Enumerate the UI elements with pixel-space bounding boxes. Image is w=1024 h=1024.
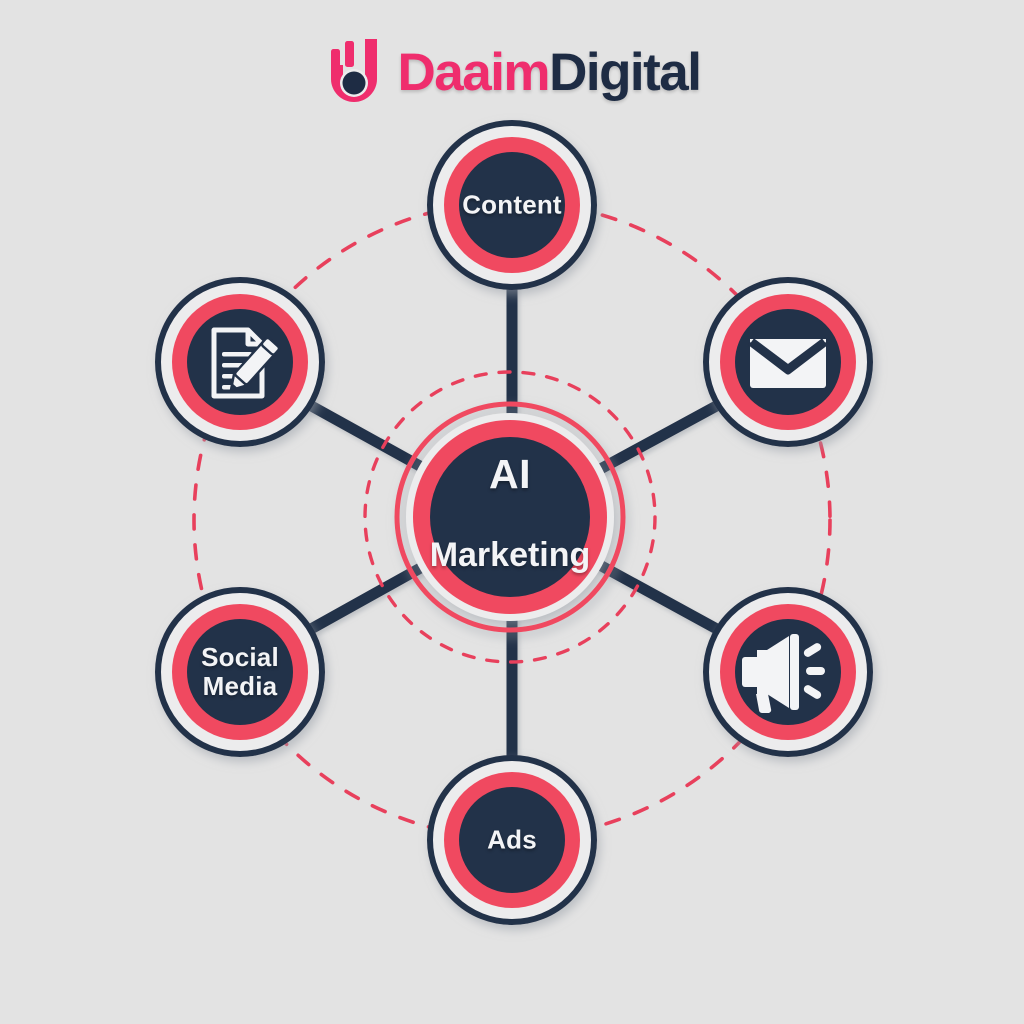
brand-wordmark: DaaimDigital [397, 42, 702, 102]
brand-logo: DaaimDigital [0, 24, 1024, 120]
node-content[interactable] [427, 120, 597, 290]
node-advertising[interactable] [703, 587, 873, 757]
node-content-writing[interactable] [155, 277, 325, 447]
document-pencil-icon [211, 327, 281, 399]
node-ads[interactable] [427, 755, 597, 925]
megaphone-icon [742, 634, 825, 714]
node-social-media[interactable] [155, 587, 325, 757]
brand-word-primary: Daaim [397, 42, 550, 102]
node-ai-marketing-center[interactable] [394, 401, 626, 633]
envelope-icon [747, 338, 829, 388]
outer-orbit-dashed-circle [192, 200, 832, 840]
daaim-logo-mark-icon [331, 39, 378, 102]
brand-word-secondary: Digital [549, 42, 702, 102]
inner-orbit-dashed-circle [363, 370, 657, 664]
node-email[interactable] [703, 277, 873, 447]
